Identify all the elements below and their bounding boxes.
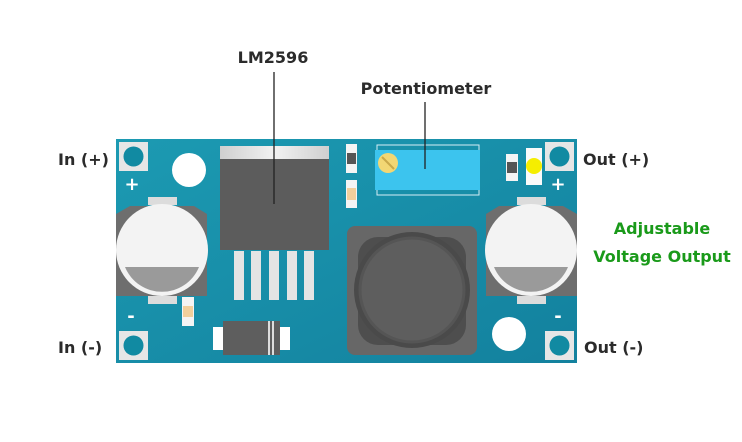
plus-marking: +	[550, 174, 565, 195]
smd-resistor	[346, 144, 357, 173]
label-in-minus: In (-)	[58, 338, 102, 357]
label-adjustable: Adjustable	[614, 219, 711, 238]
potentiometer	[375, 144, 480, 196]
pad-out-plus	[545, 142, 574, 171]
label-in-plus: In (+)	[58, 150, 109, 169]
input-capacitor	[116, 197, 208, 304]
smd-capacitor	[346, 180, 357, 208]
label-out-minus: Out (-)	[584, 338, 643, 357]
label-out-plus: Out (+)	[583, 150, 649, 169]
mounting-hole	[172, 153, 206, 187]
label-lm2596: LM2596	[238, 48, 309, 67]
minus-marking: -	[127, 306, 134, 327]
smd-capacitor	[182, 297, 194, 326]
plus-marking: +	[124, 174, 139, 195]
pad-in-minus	[119, 331, 148, 360]
smd-resistor	[506, 154, 518, 181]
schottky-diode	[213, 321, 290, 355]
output-capacitor	[485, 197, 577, 304]
minus-marking: -	[554, 306, 561, 327]
label-potentiometer: Potentiometer	[361, 79, 492, 98]
pad-in-plus	[119, 142, 148, 171]
inductor	[347, 226, 477, 355]
pad-out-minus	[545, 331, 574, 360]
mounting-hole	[492, 317, 526, 351]
label-voltage-output: Voltage Output	[593, 247, 731, 266]
power-led	[526, 148, 542, 185]
